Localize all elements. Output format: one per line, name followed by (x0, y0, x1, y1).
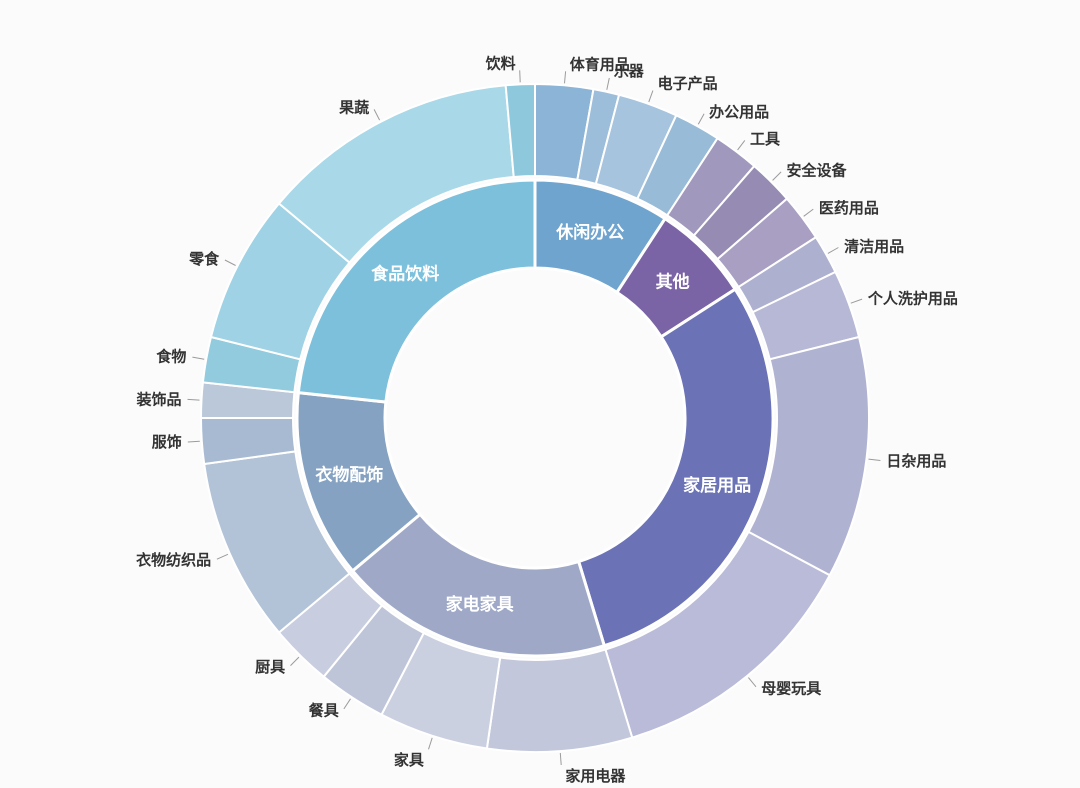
leader-line-daily-sundries (868, 458, 881, 461)
outer-label-medical-supplies: 医药用品 (819, 199, 879, 217)
leader-line-maternity-baby-toys (748, 677, 757, 688)
inner-segment-food-beverage (296, 178, 537, 404)
outer-label-personal-care: 个人洗护用品 (867, 289, 958, 307)
leader-line-musical-instruments (606, 77, 610, 90)
leader-line-snacks (224, 259, 236, 266)
outer-label-safety-equipment: 安全设备 (787, 162, 848, 180)
outer-label-beverages: 饮料 (485, 54, 516, 72)
outer-label-fruits-vegetables: 果蔬 (338, 99, 369, 117)
leader-line-clothing-textiles (216, 553, 229, 560)
leader-lines-layer (187, 70, 881, 766)
inner-label-leisure-office: 休闲办公 (555, 222, 624, 242)
leader-line-food (192, 356, 205, 360)
outer-label-kitchenware: 厨具 (255, 659, 285, 676)
leader-line-furniture (428, 737, 433, 750)
leader-line-kitchenware (290, 656, 300, 666)
outer-segment-beverages (504, 82, 536, 179)
outer-label-office-supplies: 办公用品 (709, 103, 769, 121)
leader-line-sports-goods (564, 71, 567, 84)
leader-line-cleaning-supplies (827, 247, 839, 254)
outer-label-clothing-textiles: 衣物纺织品 (136, 551, 211, 569)
inner-label-home-supplies: 家居用品 (683, 475, 751, 495)
inner-segment-home-supplies (576, 287, 775, 648)
outer-segment-household-appliances (485, 648, 634, 753)
leader-line-apparel (187, 440, 200, 443)
outer-label-food: 食物 (156, 348, 186, 366)
inner-label-food-beverage: 食品饮料 (371, 264, 439, 284)
leader-line-decorations (187, 398, 200, 401)
leader-line-beverages (519, 70, 521, 83)
outer-label-furniture: 家具 (394, 751, 424, 769)
inner-label-appliances-furniture: 家电家具 (446, 594, 514, 614)
outer-label-household-appliances: 家用电器 (565, 767, 626, 785)
inner-label-clothing-accessories: 衣物配饰 (315, 465, 383, 485)
outer-label-daily-sundries: 日杂用品 (886, 452, 946, 470)
outer-label-tableware: 餐具 (309, 702, 339, 720)
outer-label-musical-instruments: 乐器 (614, 62, 645, 80)
outer-label-electronics: 电子产品 (658, 75, 718, 93)
leader-line-medical-supplies (803, 208, 814, 217)
leader-line-safety-equipment (772, 171, 782, 181)
outer-label-cleaning-supplies: 清洁用品 (844, 238, 904, 256)
leader-line-household-appliances (559, 752, 562, 766)
leader-line-tools (737, 140, 746, 151)
outer-label-decorations: 装饰品 (135, 390, 181, 408)
leader-line-personal-care (850, 298, 863, 304)
outer-label-maternity-baby-toys: 母婴玩具 (761, 680, 821, 697)
outer-label-apparel: 服饰 (152, 433, 182, 451)
outer-label-sports-goods: 体育用品 (570, 55, 630, 73)
leader-line-office-supplies (697, 113, 705, 125)
inner-label-others: 其他 (656, 271, 690, 291)
segments-layer (199, 82, 870, 753)
outer-label-tools: 工具 (750, 131, 780, 148)
outer-label-snacks: 零食 (188, 250, 220, 268)
leader-line-fruits-vegetables (373, 109, 381, 121)
leader-line-tableware (343, 698, 351, 710)
leader-line-electronics (648, 90, 654, 103)
